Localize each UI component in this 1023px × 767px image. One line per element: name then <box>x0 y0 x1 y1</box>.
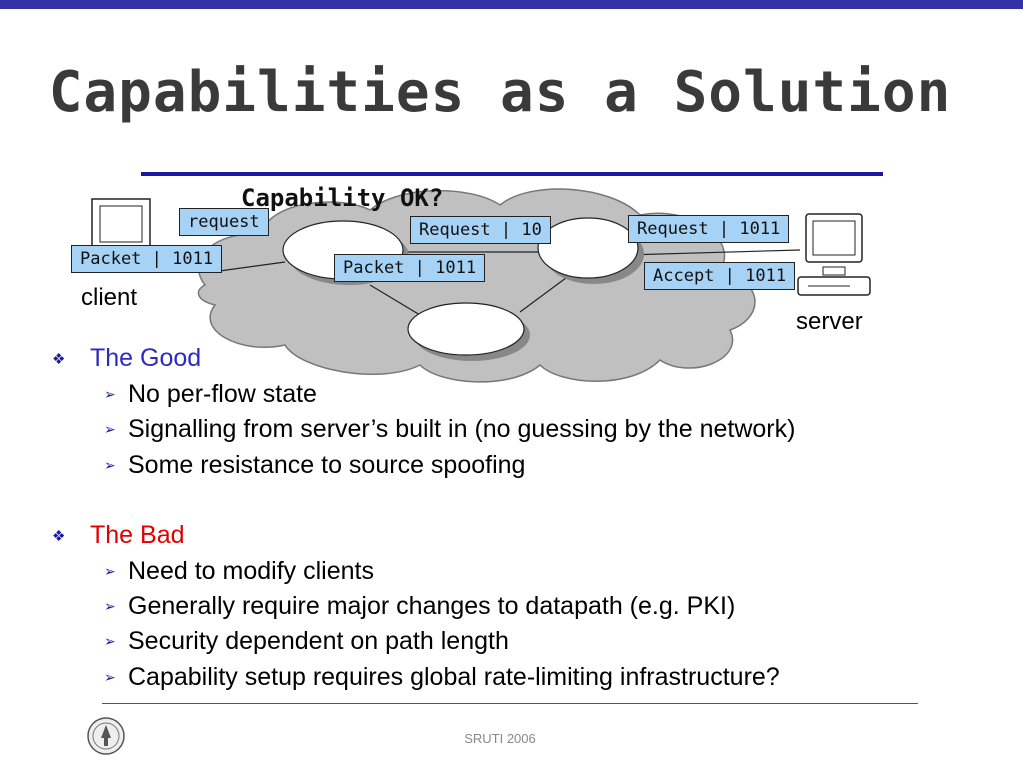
section-good: ❖ The Good <box>52 344 201 373</box>
arrowhead-icon: ➢ <box>104 457 116 473</box>
capability-ok-label: Capability OK? <box>241 184 444 212</box>
server-label: server <box>796 308 863 335</box>
client-label: client <box>81 284 138 311</box>
list-item: ➢ No per-flow state <box>104 380 317 408</box>
section-good-heading: The Good <box>90 344 202 372</box>
title-rule <box>141 172 883 176</box>
university-seal-icon <box>87 717 125 755</box>
list-item: ➢ Signalling from server’s built in (no … <box>104 415 796 443</box>
list-item: ➢ Capability setup requires global rate-… <box>104 663 780 691</box>
arrowhead-icon: ➢ <box>104 669 116 685</box>
top-bar <box>0 0 1023 9</box>
router-3 <box>407 302 530 361</box>
request-small-tag: request <box>179 208 269 236</box>
list-item: ➢ Some resistance to source spoofing <box>104 451 526 479</box>
client-computer-icon <box>91 198 151 250</box>
list-item: ➢ Security dependent on path length <box>104 627 509 655</box>
request-1011-tag: Request | 1011 <box>628 215 790 243</box>
section-bad-heading: The Bad <box>90 521 185 549</box>
packet-mid-tag: Packet | 1011 <box>334 254 486 282</box>
request-10-tag: Request | 10 <box>410 216 551 244</box>
arrowhead-icon: ➢ <box>104 563 116 579</box>
diamond-cluster-icon: ❖ <box>52 350 66 368</box>
packet-client-tag: Packet | 1011 <box>71 245 223 273</box>
list-item: ➢ Generally require major changes to dat… <box>104 592 736 620</box>
arrowhead-icon: ➢ <box>104 598 116 614</box>
diamond-cluster-icon: ❖ <box>52 527 66 545</box>
arrowhead-icon: ➢ <box>104 386 116 402</box>
footer-rule <box>102 703 918 704</box>
router-2 <box>537 217 644 284</box>
section-bad: ❖ The Bad <box>52 521 185 550</box>
accept-1011-tag: Accept | 1011 <box>644 262 796 290</box>
arrowhead-icon: ➢ <box>104 421 116 437</box>
link-r1-r3 <box>369 284 421 316</box>
link-client-r1 <box>211 261 286 273</box>
link-r2-server <box>624 249 801 256</box>
footer-text: SRUTI 2006 <box>464 731 536 746</box>
slide-title: Capabilities as a Solution <box>48 60 952 125</box>
server-computer-icon <box>797 213 871 296</box>
link-r2-r3 <box>519 274 571 313</box>
arrowhead-icon: ➢ <box>104 633 116 649</box>
list-item: ➢ Need to modify clients <box>104 557 374 585</box>
